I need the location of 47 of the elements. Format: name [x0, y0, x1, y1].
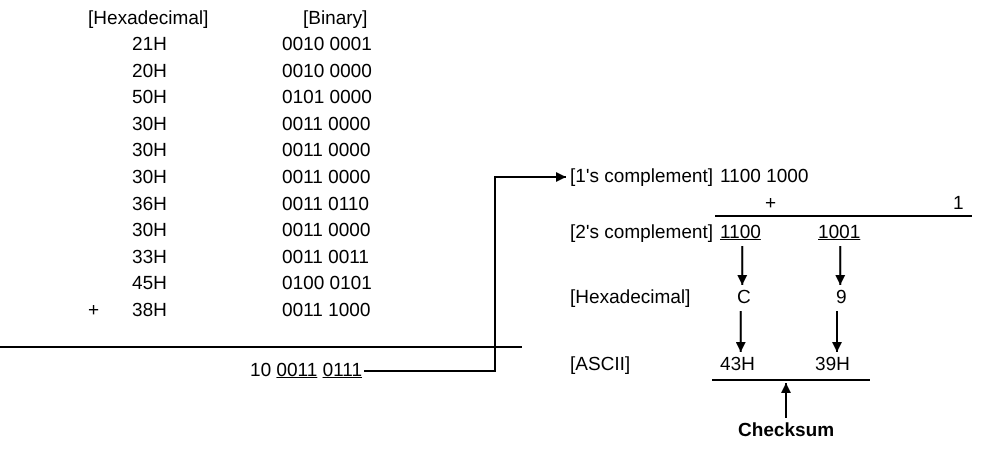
hex-value: 9 — [836, 287, 847, 309]
binary-value: 0011 0110 — [282, 194, 369, 216]
column-heading: [Hexadecimal] — [88, 8, 208, 30]
hex-value: 30H — [132, 220, 167, 242]
binary-value: 0011 0000 — [282, 167, 370, 189]
hex-value: C — [737, 287, 751, 309]
hex-value: 50H — [132, 87, 167, 110]
plus-sign: + — [88, 300, 100, 322]
arrow — [736, 311, 746, 352]
arrow — [832, 311, 842, 352]
hex-value: 20H — [132, 60, 167, 83]
ascii-value: 43H — [720, 354, 755, 376]
arrow — [835, 246, 846, 285]
binary-value: 0010 0000 — [282, 60, 372, 83]
hex-value: 30H — [132, 114, 167, 136]
binary-value: 1100 1000 — [720, 166, 808, 188]
hex-value: 21H — [132, 34, 167, 56]
hex-value: 30H — [132, 140, 167, 162]
hex-value: 33H — [132, 246, 167, 269]
arrow — [781, 383, 791, 418]
sum-result: 10 0011 0111 — [250, 360, 362, 382]
plus-sign: + — [765, 193, 776, 215]
binary-value: 38H — [132, 300, 167, 322]
binary-value: 0011 0000 — [282, 140, 370, 162]
row-label: [2's complement] — [570, 222, 714, 244]
row-label: [Hexadecimal] — [570, 287, 690, 309]
arrow — [737, 246, 748, 285]
hex-value: 36H — [132, 194, 167, 216]
column-heading: [Binary] — [303, 8, 368, 30]
binary-value: 0101 0000 — [282, 87, 372, 110]
hex-value: 0011 1000 — [282, 300, 370, 322]
underline — [712, 379, 870, 381]
ascii-value: 39H — [815, 354, 850, 376]
hex-value: 30H — [132, 167, 167, 189]
arrow — [364, 172, 566, 372]
binary-value: 1100 — [720, 222, 761, 244]
row-label: [ASCII] — [570, 354, 630, 376]
binary-value: 0011 0011 — [282, 246, 369, 269]
binary-value: 1001 — [818, 222, 860, 244]
hex-value: 45H — [132, 273, 167, 296]
binary-value: 0011 0000 — [282, 114, 370, 136]
binary-value: 0011 0000 — [282, 220, 370, 242]
binary-value: 0100 0101 — [282, 273, 372, 296]
row-label: [1's complement] — [570, 166, 714, 188]
binary-value: 1 — [953, 193, 964, 215]
checksum-label: Checksum — [738, 420, 834, 442]
binary-value: 0010 0001 — [282, 34, 372, 56]
